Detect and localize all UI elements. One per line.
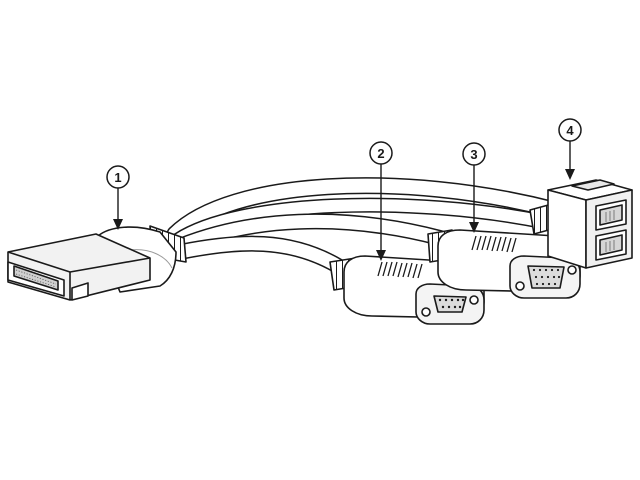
callout-2-number: 2 [377,146,384,161]
callout-4-number: 4 [566,123,574,138]
connector-4-rj45 [529,179,633,269]
callout-4-arrowhead [565,169,575,180]
connector-3-db15 [427,229,581,299]
callout-2-arrowhead [376,250,386,261]
callout-1: 1 [106,165,130,230]
callout-3-number: 3 [470,147,477,162]
callout-3: 3 [462,142,486,233]
callout-4: 4 [558,118,582,180]
callout-1-arrowhead [113,219,123,230]
callout-2: 2 [369,141,393,261]
cable-bundle [166,177,564,274]
callout-1-number: 1 [114,170,121,185]
connector-1-main [7,225,187,301]
callout-3-arrowhead [469,222,479,233]
